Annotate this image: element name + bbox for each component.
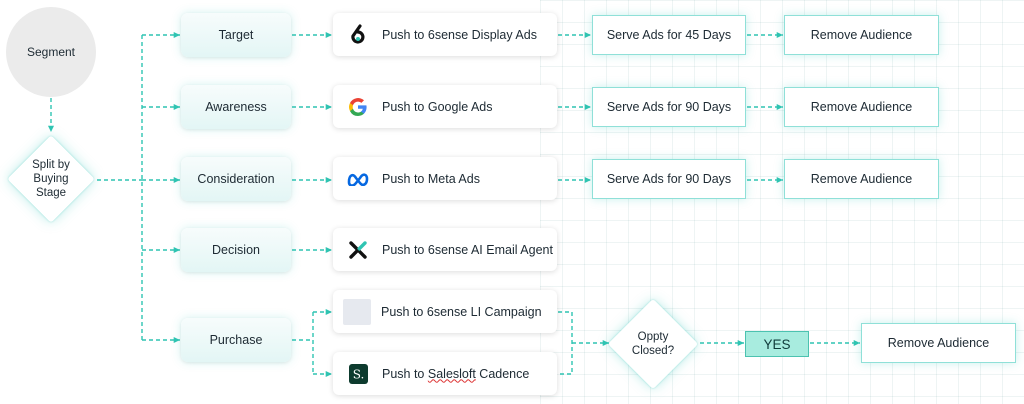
remove-audience[interactable]: Remove Audience (784, 159, 939, 199)
connector-arrow (47, 125, 55, 132)
connector-arrow (584, 176, 591, 184)
connector-arrow (584, 31, 591, 39)
remove-audience[interactable]: Remove Audience (784, 87, 939, 127)
stage-label: Consideration (197, 172, 275, 186)
segment-node: Segment (6, 7, 96, 97)
connector-arrow (325, 370, 332, 378)
push-label: Push to 6sense Display Ads (382, 27, 537, 42)
connector-arrow (173, 176, 180, 184)
push-meta-ads[interactable]: Push to Meta Ads (333, 157, 557, 200)
push-label: Push to Google Ads (382, 99, 493, 114)
serve-ads-45-days[interactable]: Serve Ads for 45 Days (592, 15, 746, 55)
push-google-ads[interactable]: Push to Google Ads (333, 85, 557, 128)
connector-arrow (602, 339, 609, 347)
connector-arrow (325, 308, 332, 316)
push-6sense-li-campaign[interactable]: Push to 6sense LI Campaign (333, 290, 557, 333)
stage-purchase[interactable]: Purchase (181, 318, 291, 362)
remove-label: Remove Audience (810, 172, 913, 186)
remove-audience[interactable]: Remove Audience (784, 15, 939, 55)
serve-label: Serve Ads for 90 Days (606, 100, 732, 114)
connector-arrow (173, 31, 180, 39)
decision-label: Oppty Closed? (631, 331, 675, 357)
stage-label: Decision (212, 243, 260, 257)
push-6sense-ai-email-agent[interactable]: Push to 6sense AI Email Agent (333, 228, 557, 271)
stage-label: Purchase (209, 333, 263, 347)
connector-arrow (776, 176, 783, 184)
connector-arrow (776, 103, 783, 111)
connector-line (558, 311, 573, 375)
serve-ads-90-days[interactable]: Serve Ads for 90 Days (592, 159, 746, 199)
push-6sense-display-ads[interactable]: Push to 6sense Display Ads (333, 13, 557, 56)
connector-arrow (325, 176, 332, 184)
push-label: Push to 6sense AI Email Agent (382, 242, 553, 257)
google-icon (346, 95, 370, 119)
meta-icon (346, 167, 370, 191)
remove-label: Remove Audience (810, 100, 913, 114)
connector-arrow (853, 339, 860, 347)
serve-label: Serve Ads for 90 Days (606, 172, 732, 186)
segment-label: Segment (26, 45, 76, 59)
split-decision-node: Split by Buying Stage (6, 134, 96, 224)
connector-arrow (325, 246, 332, 254)
push-label: Push to Meta Ads (382, 171, 480, 186)
connector-arrow (737, 339, 744, 347)
connector-arrow (173, 336, 180, 344)
oppty-closed-decision: Oppty Closed? (604, 298, 702, 390)
yes-badge: YES (745, 331, 809, 357)
stage-label: Awareness (205, 100, 267, 114)
svg-text:S.: S. (352, 367, 364, 381)
remove-label: Remove Audience (810, 28, 913, 42)
connector-arrow (173, 103, 180, 111)
stage-label: Target (218, 28, 254, 42)
salesloft-icon: S. (346, 362, 370, 386)
remove-audience[interactable]: Remove Audience (861, 323, 1016, 363)
serve-label: Serve Ads for 45 Days (606, 28, 732, 42)
placeholder-icon (343, 298, 371, 325)
yes-label: YES (763, 336, 791, 352)
sixsense-ai-icon (346, 238, 370, 262)
stage-awareness[interactable]: Awareness (181, 85, 291, 129)
sixsense-icon (346, 23, 370, 47)
stage-decision[interactable]: Decision (181, 228, 291, 272)
serve-ads-90-days[interactable]: Serve Ads for 90 Days (592, 87, 746, 127)
push-label: Push to 6sense LI Campaign (381, 304, 542, 319)
remove-label: Remove Audience (887, 336, 990, 350)
connector-arrow (173, 246, 180, 254)
split-label: Split by Buying Stage (32, 159, 70, 199)
push-label: Push to Salesloft Cadence (382, 366, 530, 381)
stage-target[interactable]: Target (181, 13, 291, 57)
connector-arrow (584, 103, 591, 111)
stage-consideration[interactable]: Consideration (181, 157, 291, 201)
push-salesloft-cadence[interactable]: S. Push to Salesloft Cadence (333, 352, 557, 395)
connector-arrow (325, 31, 332, 39)
connector-arrow (325, 103, 332, 111)
connector-arrow (776, 31, 783, 39)
